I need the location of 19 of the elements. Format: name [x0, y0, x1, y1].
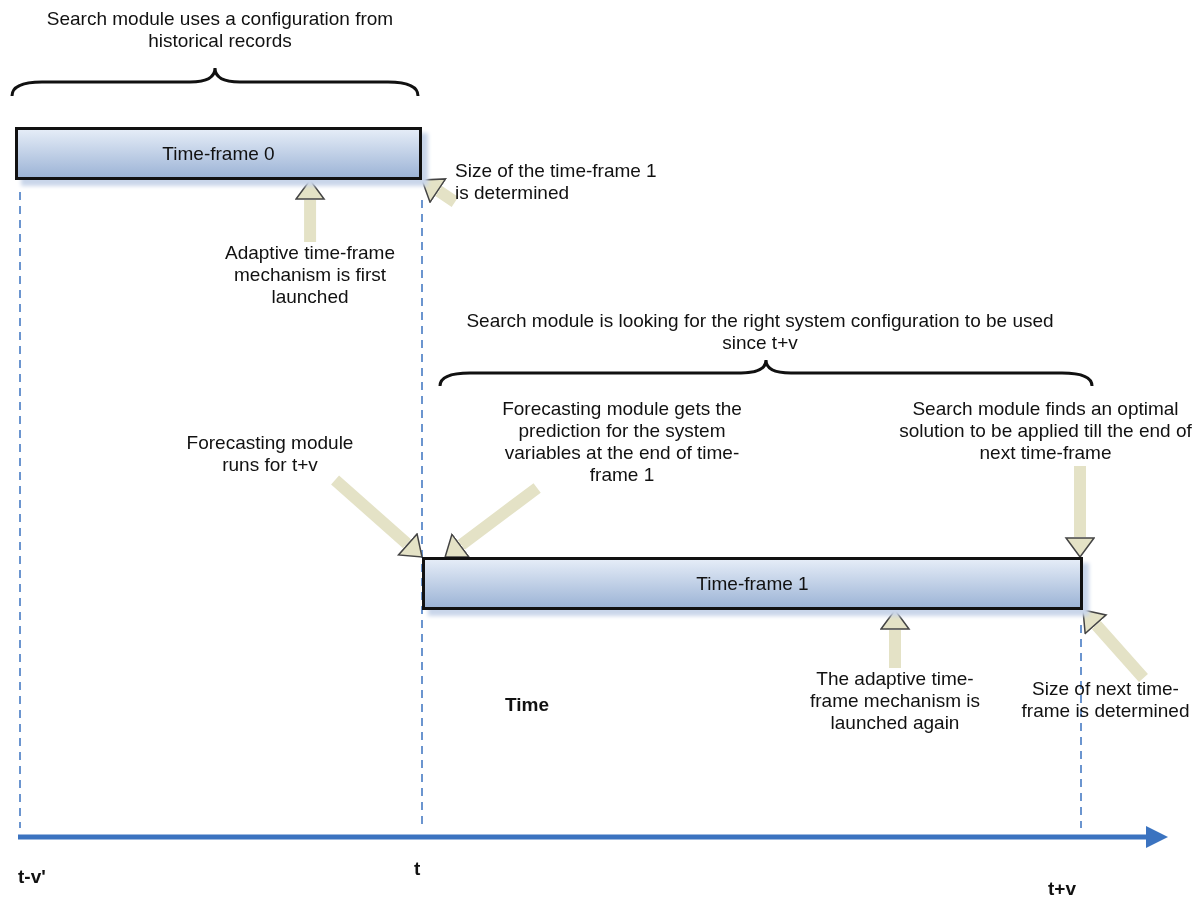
- annotation-text: Search module finds an optimal solution to be applied till the end of next time-frame: [898, 398, 1193, 464]
- time-frame-bar: Time-frame 1: [422, 557, 1083, 610]
- annotation-text: Forecasting module runs for t+v: [180, 432, 360, 476]
- annotation-text: The adaptive time-frame mechanism is launched again: [810, 668, 980, 734]
- block-arrow: [880, 609, 910, 668]
- annotation-text: Size of next time-frame is determined: [1018, 678, 1193, 722]
- block-arrow: [1065, 466, 1095, 558]
- annotation-text: Size of the time-frame 1 is determined: [455, 160, 670, 204]
- annotation-text: Search module is looking for the right system configuration to be used since t+v: [465, 310, 1055, 354]
- axis-label: t: [414, 858, 421, 880]
- block-arrow: [418, 175, 459, 207]
- annotation-text: Adaptive time-frame mechanism is first launched: [205, 242, 415, 308]
- time-frame-bar: Time-frame 0: [15, 127, 422, 180]
- annotation-text: Search module uses a configuration from historical records: [45, 8, 395, 52]
- axis-label: Time: [505, 694, 549, 716]
- axis-label: t-v': [18, 866, 46, 888]
- axis-label: t+v: [1048, 878, 1076, 900]
- block-arrow: [295, 179, 325, 242]
- annotation-text: Forecasting module gets the prediction for the system variables at the end of time-frame 1: [492, 398, 752, 486]
